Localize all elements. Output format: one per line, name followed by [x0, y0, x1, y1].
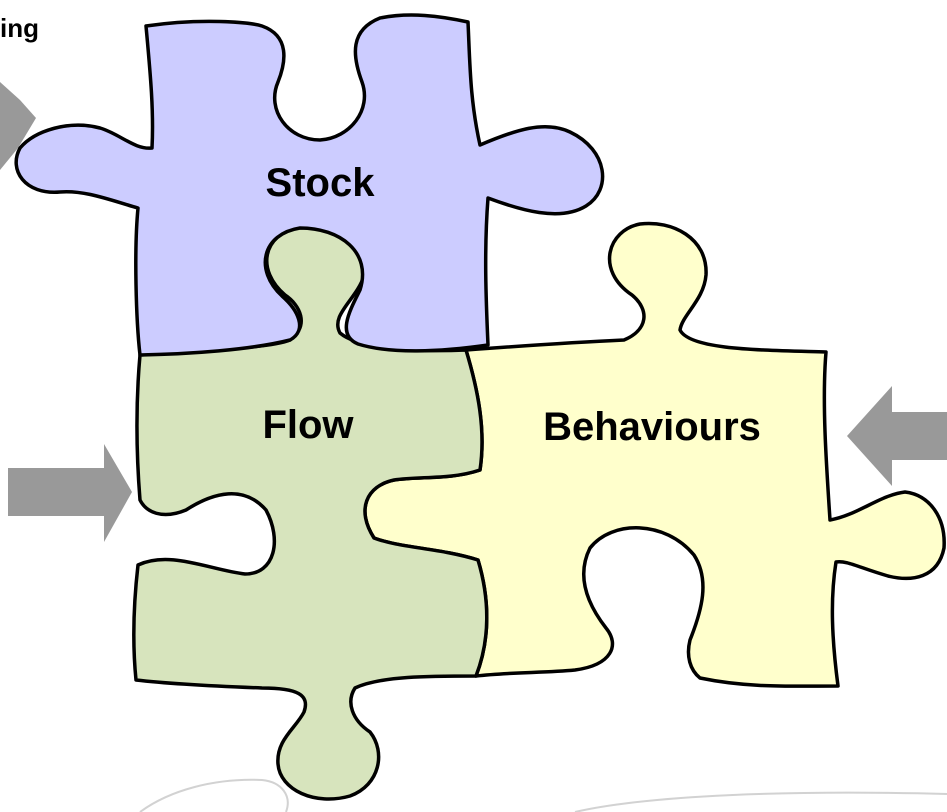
right-arrow	[847, 386, 947, 486]
stock-piece	[14, 13, 605, 357]
left-arrow	[8, 444, 132, 542]
stock-label: Stock	[266, 161, 376, 205]
top-left-arrow	[0, 82, 36, 170]
background-doodle-left	[139, 778, 289, 812]
behaviours-label: Behaviours	[543, 405, 761, 449]
background-doodle-right	[574, 791, 947, 812]
flow-label: Flow	[262, 403, 354, 447]
cropped-label: ing	[0, 13, 39, 43]
